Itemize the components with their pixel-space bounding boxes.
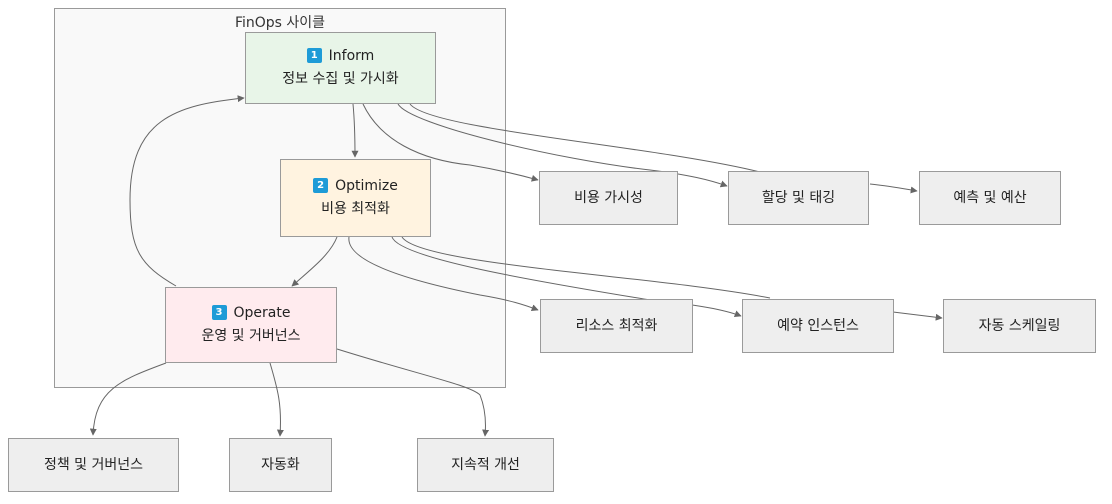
- step-3-badge: 3: [211, 305, 227, 320]
- edge-optimize-resource: [348, 236, 539, 312]
- node-continuous-improvement[interactable]: 지속적 개선: [417, 438, 554, 492]
- edge-resource-reserved: [391, 236, 742, 318]
- node-cost-visibility[interactable]: 비용 가시성: [539, 171, 678, 225]
- edge-visibility-allocation: [397, 103, 728, 188]
- phase-optimize-desc: 비용 최적화: [321, 201, 390, 217]
- edge-inform-optimize: [351, 103, 359, 158]
- phase-optimize-node[interactable]: 2 Optimize 비용 최적화: [280, 159, 431, 237]
- phase-inform-name: Inform: [328, 48, 375, 64]
- node-resource-optimization[interactable]: 리소스 최적화: [540, 299, 693, 353]
- phase-operate-desc: 운영 및 거버넌스: [201, 328, 301, 344]
- phase-operate-name: Operate: [233, 305, 291, 321]
- edge-operate-inform: [129, 95, 245, 287]
- edge-operate-automation: [269, 362, 284, 437]
- phase-inform-node[interactable]: 1 Inform 정보 수집 및 가시화: [245, 32, 436, 104]
- node-reserved-instances[interactable]: 예약 인스턴스: [742, 299, 894, 353]
- node-forecast-budget[interactable]: 예측 및 예산: [919, 171, 1061, 225]
- edge-operate-improvement: [336, 348, 490, 437]
- edge-optimize-operate: [291, 236, 338, 287]
- edge-allocation-forecast: [409, 103, 917, 191]
- phase-operate-node[interactable]: 3 Operate 운영 및 거버넌스: [165, 287, 337, 363]
- node-automation[interactable]: 자동화: [229, 438, 332, 492]
- node-allocation-tagging[interactable]: 할당 및 태깅: [728, 171, 869, 225]
- cluster-title: FinOps 사이클: [234, 15, 326, 31]
- step-1-badge: 1: [306, 48, 322, 63]
- phase-inform-desc: 정보 수집 및 가시화: [282, 71, 399, 87]
- edge-reserved-autoscale: [401, 236, 942, 318]
- node-policy-governance[interactable]: 정책 및 거버넌스: [8, 438, 179, 492]
- node-auto-scaling[interactable]: 자동 스케일링: [943, 299, 1096, 353]
- step-2-badge: 2: [313, 178, 329, 193]
- phase-optimize-name: Optimize: [335, 178, 398, 194]
- edge-inform-cost-visibility: [362, 103, 539, 182]
- edge-operate-policy: [89, 362, 167, 436]
